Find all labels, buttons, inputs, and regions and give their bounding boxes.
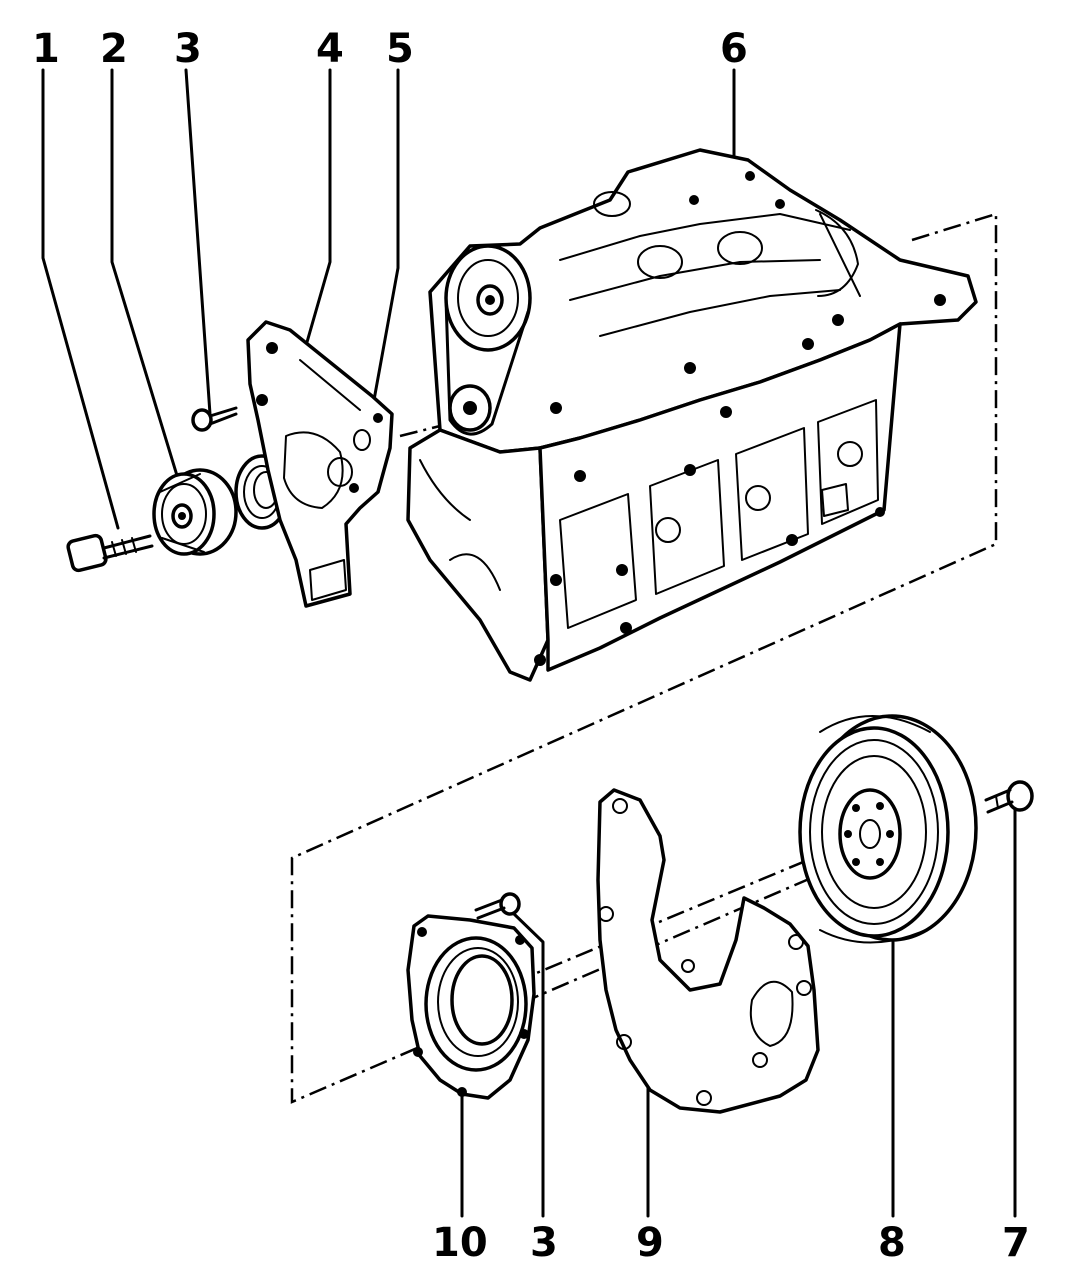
callout-2: 2 bbox=[100, 26, 128, 72]
engine-block-icon bbox=[406, 148, 978, 682]
leader-lines bbox=[41, 68, 1017, 1218]
front-cover-housing-icon bbox=[246, 320, 394, 608]
callout-5: 5 bbox=[386, 26, 414, 72]
flywheel-icon bbox=[798, 714, 978, 944]
callout-4: 4 bbox=[316, 26, 344, 72]
callout-1: 1 bbox=[32, 26, 60, 72]
bolt-icon bbox=[984, 780, 1034, 814]
callout-9: 9 bbox=[636, 1220, 664, 1266]
rear-seal-housing-icon bbox=[406, 914, 536, 1100]
idler-pulley-icon bbox=[152, 468, 238, 556]
callout-3-bottom: 3 bbox=[530, 1220, 558, 1266]
bolt-icon bbox=[474, 892, 521, 920]
callout-7: 7 bbox=[1002, 1220, 1030, 1266]
bolt-icon bbox=[191, 406, 238, 432]
alignment-guides bbox=[290, 212, 998, 1104]
callout-8: 8 bbox=[878, 1220, 906, 1266]
gasket-plate-icon bbox=[596, 788, 820, 1114]
callout-6: 6 bbox=[720, 26, 748, 72]
bolt-icon bbox=[66, 533, 154, 573]
callout-10: 10 bbox=[432, 1220, 488, 1266]
callout-3-top: 3 bbox=[174, 26, 202, 72]
